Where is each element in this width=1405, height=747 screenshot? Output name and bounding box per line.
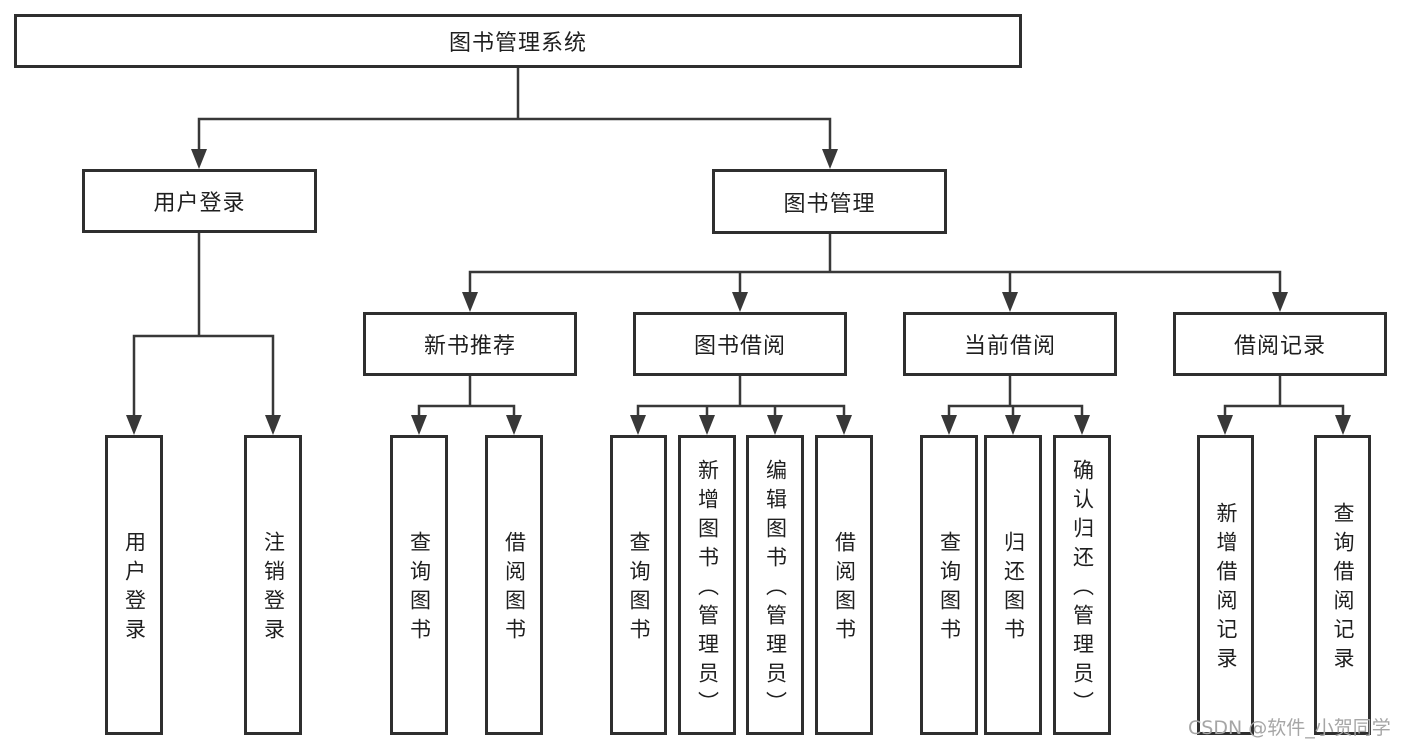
- node-book-borrow: 图书借阅: [633, 312, 847, 376]
- leaf-label: 归还图书: [1001, 531, 1026, 647]
- node-current-borrow: 当前借阅: [903, 312, 1117, 376]
- leaf-label: 查询图书: [407, 531, 432, 647]
- leaf-query-books-borrow: 查询图书: [610, 435, 667, 735]
- csdn-watermark: CSDN @软件_小贺同学: [1188, 717, 1391, 739]
- leaf-label: 新增借阅记录: [1214, 502, 1238, 676]
- leaf-return-books: 归还图书: [984, 435, 1042, 735]
- leaf-borrow-books: 借阅图书: [815, 435, 873, 735]
- leaf-add-borrow-record: 新增借阅记录: [1197, 435, 1254, 735]
- node-book-management: 图书管理: [712, 169, 947, 234]
- leaf-add-books-admin: 新增图书（管理员）: [678, 435, 736, 735]
- leaf-label: 借阅图书: [502, 531, 527, 647]
- node-new-book-recommend: 新书推荐: [363, 312, 577, 376]
- leaf-query-books-current: 查询图书: [920, 435, 978, 735]
- node-label: 图书借阅: [693, 334, 786, 359]
- node-label: 用户登录: [153, 191, 246, 216]
- leaf-borrow-books-recommend: 借阅图书: [485, 435, 543, 735]
- leaf-label: 编辑图书（管理员）: [763, 458, 788, 720]
- leaf-edit-books-admin: 编辑图书（管理员）: [746, 435, 804, 735]
- leaf-label: 查询图书: [627, 531, 651, 647]
- leaf-query-borrow-record: 查询借阅记录: [1314, 435, 1371, 735]
- leaf-label: 用户登录: [122, 531, 147, 647]
- node-label: 当前借阅: [963, 334, 1056, 359]
- node-user-login: 用户登录: [82, 169, 317, 233]
- leaf-logout: 注销登录: [244, 435, 302, 735]
- node-label: 新书推荐: [423, 334, 516, 359]
- arrowheads: [126, 149, 1351, 435]
- leaf-label: 查询借阅记录: [1331, 502, 1355, 676]
- leaf-label: 查询图书: [937, 531, 962, 647]
- node-label: 借阅记录: [1233, 334, 1326, 359]
- leaf-user-login: 用户登录: [105, 435, 163, 735]
- node-library-management-system: 图书管理系统: [14, 14, 1022, 68]
- leaf-label: 新增图书（管理员）: [695, 458, 720, 720]
- node-label: 图书管理系统: [448, 31, 587, 56]
- node-borrow-records: 借阅记录: [1173, 312, 1387, 376]
- leaf-confirm-return-admin: 确认归还（管理员）: [1053, 435, 1111, 735]
- leaf-label: 借阅图书: [832, 531, 857, 647]
- leaf-label: 确认归还（管理员）: [1070, 458, 1095, 720]
- leaf-query-books-recommend: 查询图书: [390, 435, 448, 735]
- node-label: 图书管理: [783, 191, 876, 217]
- leaf-label: 注销登录: [261, 531, 286, 647]
